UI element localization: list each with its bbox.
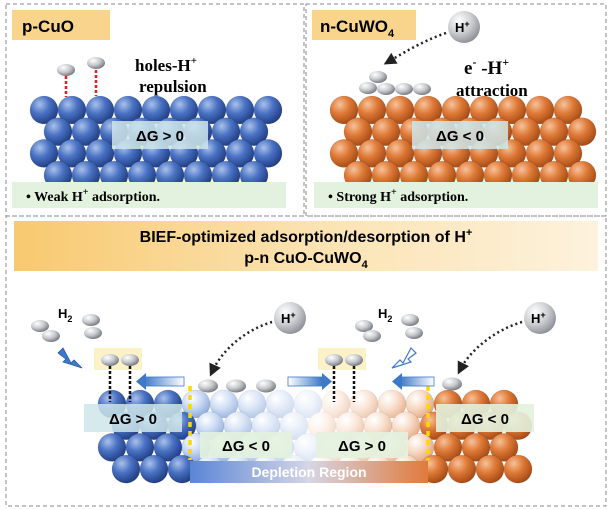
- dg-far-right: ΔG < 0: [461, 411, 509, 428]
- h2-release-arrow-right: [391, 347, 417, 369]
- depletion-region-label: Depletion Region: [251, 464, 366, 480]
- n-cuwo4-title-box: [312, 10, 416, 40]
- migration-arrow-mid-head: [322, 373, 332, 390]
- h-plus-ion: [448, 11, 480, 43]
- n-cuwo4-title: n-CuWO4: [320, 17, 395, 40]
- dg-mid-right: ΔG > 0: [338, 438, 386, 455]
- h-plus-approach-arrow: [209, 320, 273, 377]
- e-h-label: e- -H+: [464, 55, 509, 79]
- dg-mid-left: ΔG < 0: [222, 438, 270, 455]
- dg-box-right: [412, 121, 508, 149]
- hydrogen-atom: [395, 83, 413, 95]
- hydrogen-atom: [42, 330, 60, 342]
- hydrogen-atom: [377, 83, 395, 95]
- lattice-atom: [253, 139, 283, 168]
- depletion-region-bar: [190, 461, 428, 483]
- lattice-atom: [503, 454, 533, 484]
- dg-right: ΔG < 0: [436, 128, 484, 145]
- dg-box-mid-left: [200, 432, 292, 458]
- strong-adsorption-note: • Strong H+ adsorption.: [328, 187, 468, 205]
- lattice-atom: [553, 139, 583, 168]
- hydrogen-atom: [363, 330, 381, 342]
- hydrogen-atom: [198, 379, 218, 393]
- hydrogen-atom: [369, 71, 387, 83]
- dg-box-far-right: [436, 404, 534, 432]
- lattice-atom: [489, 433, 519, 462]
- hydrogen-atom: [325, 354, 343, 366]
- p-cuo-title: p-CuO: [22, 17, 74, 36]
- dg-left: ΔG > 0: [136, 128, 184, 145]
- lattice-atom: [567, 117, 597, 146]
- hydrogen-atom: [256, 379, 276, 393]
- hydrogen-atom: [31, 320, 49, 332]
- p-cuo-title-box: [12, 10, 110, 40]
- weak-adsorption-note: • Weak H+ adsorption.: [26, 187, 160, 205]
- h2-label-left: H2: [58, 306, 72, 324]
- strong-adsorption-note-box: [314, 182, 598, 208]
- h2-label-right: H2: [378, 306, 392, 324]
- hydrogen-atom: [82, 314, 100, 326]
- h-plus-ion: [524, 302, 556, 334]
- dg-far-left: ΔG > 0: [109, 411, 157, 428]
- dg-box-left: [112, 121, 208, 149]
- h-plus-label: H+: [531, 310, 546, 326]
- hydrogen-atom: [57, 64, 75, 76]
- dg-box-mid-right: [316, 432, 408, 458]
- h-plus-approach-arrow: [457, 320, 523, 375]
- migration-arrow-right-shaft: [399, 376, 435, 387]
- holes-h-label: holes-H+: [135, 55, 197, 75]
- lattice-atom: [111, 454, 141, 484]
- hydrogen-atom: [84, 327, 102, 339]
- weak-adsorption-note-box: [12, 182, 286, 208]
- attraction-label: attraction: [456, 81, 528, 100]
- h-plus-label: H+: [281, 310, 296, 326]
- repulsion-label: repulsion: [139, 77, 207, 96]
- bief-title: BIEF-optimized adsorption/desorption of …: [140, 227, 473, 246]
- hydrogen-atom: [413, 83, 431, 95]
- pn-title: p-n CuO-CuWO4: [244, 250, 368, 271]
- lattice-atom: [253, 95, 283, 125]
- migration-arrow-right-head: [392, 373, 402, 390]
- lattice-atom: [553, 95, 583, 125]
- hydrogen-atom: [359, 82, 377, 94]
- migration-arrow-mid-shaft: [287, 376, 323, 387]
- hydrogen-atom: [345, 354, 363, 366]
- hydrogen-atom: [355, 320, 373, 332]
- lattice-atom: [239, 117, 269, 146]
- bottom-title-band: [14, 221, 598, 271]
- lattice-atom: [139, 454, 169, 484]
- hydrogen-atom: [442, 377, 462, 391]
- hydrogen-atom: [401, 314, 419, 326]
- hydrogen-atom: [121, 354, 139, 366]
- h-plus-label: H+: [455, 19, 470, 35]
- dg-box-far-left: [84, 404, 182, 432]
- h-plus-ion: [274, 302, 306, 334]
- migration-arrow-left-head: [136, 373, 146, 390]
- lattice-atom: [475, 454, 505, 484]
- hydrogen-atom: [87, 57, 105, 69]
- hydrogen-atom: [226, 379, 246, 393]
- bottom-panel-frame: [5, 215, 607, 507]
- lattice-atom: [447, 454, 477, 484]
- h-plus-approach-arrow: [383, 31, 447, 65]
- migration-arrow-left-shaft: [143, 376, 185, 387]
- hydrogen-atom: [405, 327, 423, 339]
- hydrogen-atom: [101, 354, 119, 366]
- h2-release-arrow-left: [57, 347, 83, 369]
